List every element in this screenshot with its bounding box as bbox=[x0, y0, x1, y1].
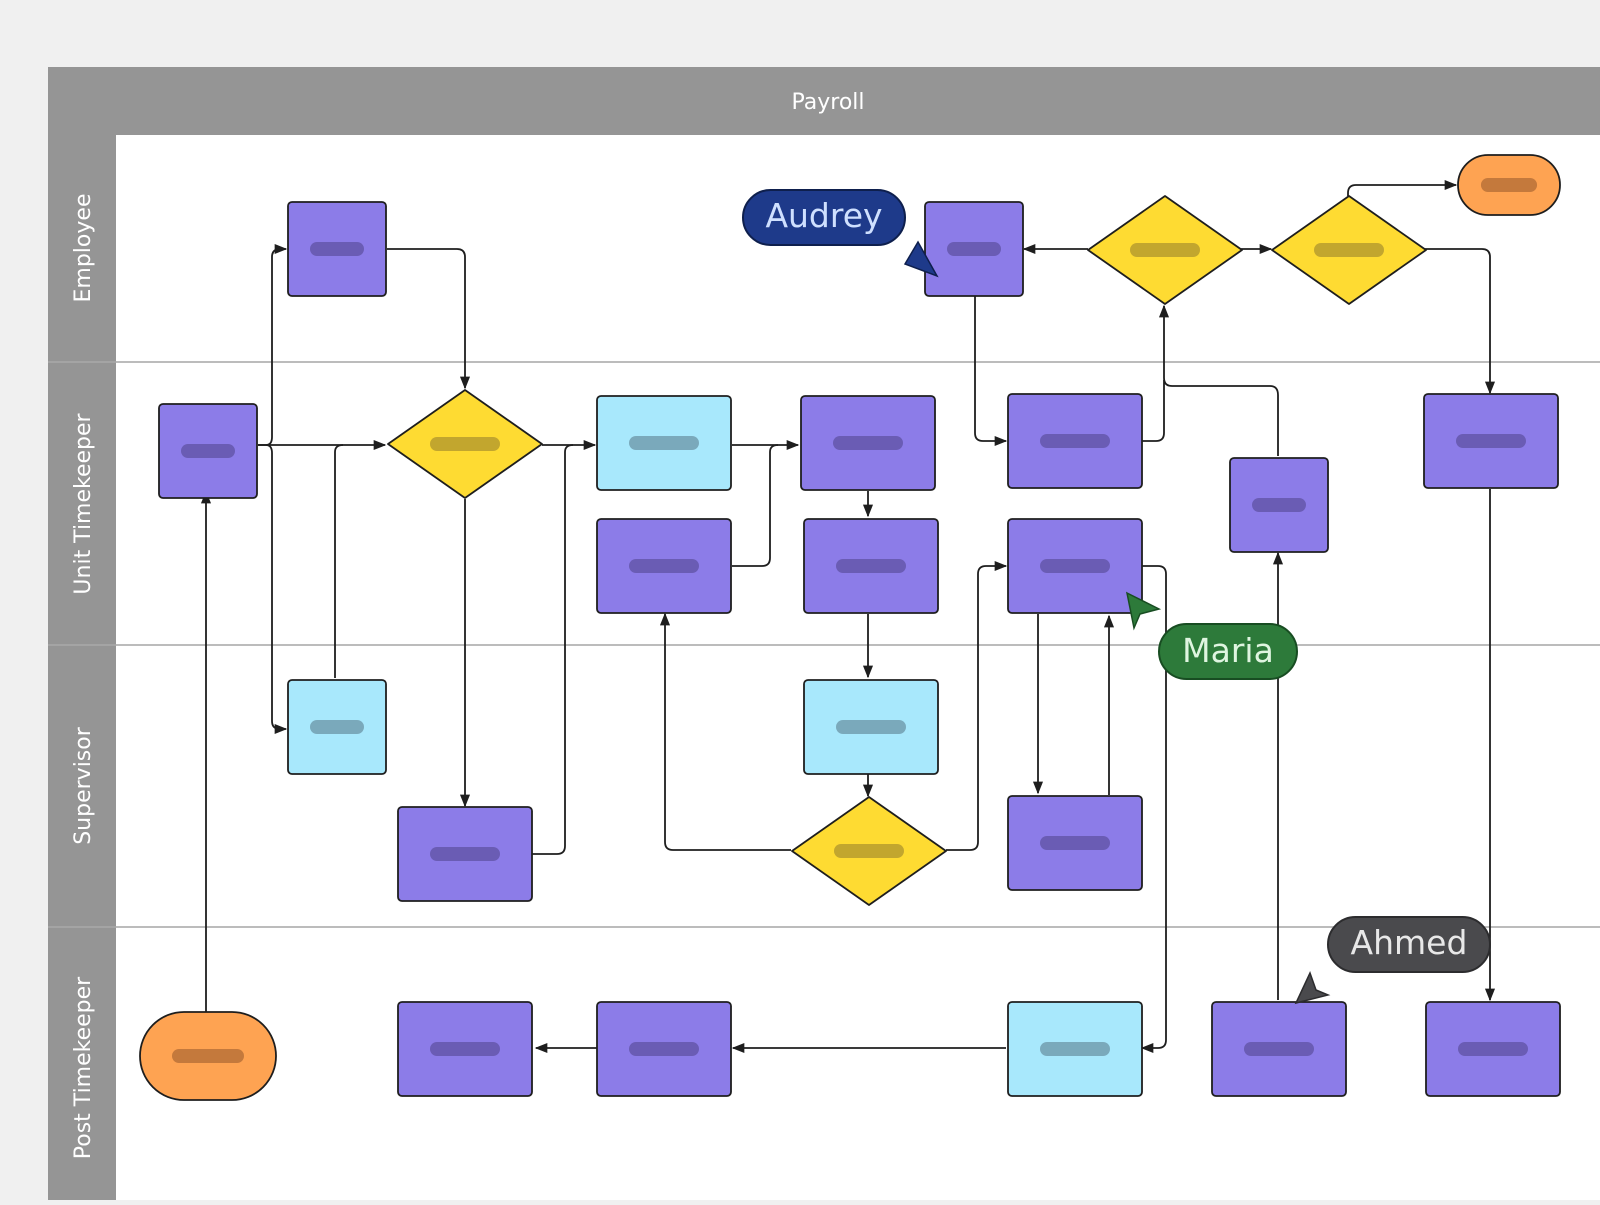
swimlane-title[interactable]: Payroll bbox=[791, 90, 864, 115]
connector[interactable] bbox=[1140, 565, 1167, 1054]
text-placeholder bbox=[181, 444, 235, 458]
text-placeholder bbox=[836, 720, 906, 734]
lane-label-post-timekeeper[interactable]: Post Timekeeper bbox=[71, 976, 96, 1159]
text-placeholder bbox=[1244, 1042, 1314, 1056]
decision-diamond[interactable] bbox=[1271, 195, 1427, 305]
text-placeholder bbox=[172, 1049, 244, 1063]
connector[interactable] bbox=[732, 444, 779, 567]
process-box[interactable] bbox=[1007, 393, 1143, 489]
decision-diamond[interactable] bbox=[791, 796, 947, 906]
cursor-audrey: Audrey bbox=[742, 189, 939, 278]
connector[interactable] bbox=[1140, 380, 1165, 442]
text-placeholder bbox=[430, 1042, 500, 1056]
swimlane-header bbox=[48, 67, 1600, 135]
process-box[interactable] bbox=[1007, 795, 1143, 891]
subprocess-box[interactable] bbox=[803, 679, 939, 775]
connector[interactable] bbox=[334, 444, 344, 678]
subprocess-box[interactable] bbox=[596, 395, 732, 491]
cursor-label-ahmed: Ahmed bbox=[1351, 923, 1468, 962]
connector[interactable] bbox=[265, 444, 288, 735]
text-placeholder bbox=[834, 844, 904, 858]
cursor-ahmed: Ahmed bbox=[1294, 916, 1491, 1005]
decision-diamond[interactable] bbox=[387, 389, 543, 499]
text-placeholder bbox=[1480, 178, 1538, 192]
cursor-maria: Maria bbox=[1125, 591, 1298, 680]
process-box[interactable] bbox=[1229, 457, 1329, 553]
connector[interactable] bbox=[1423, 248, 1496, 395]
pointer-arrow-icon bbox=[903, 240, 939, 278]
text-placeholder bbox=[1040, 1042, 1110, 1056]
subprocess-box[interactable] bbox=[287, 679, 387, 775]
process-box[interactable] bbox=[924, 201, 1024, 297]
process-box[interactable] bbox=[1007, 518, 1143, 614]
text-placeholder bbox=[1456, 434, 1526, 448]
lane-label-supervisor[interactable]: Supervisor bbox=[71, 726, 96, 845]
text-placeholder bbox=[629, 1042, 699, 1056]
decision-diamond[interactable] bbox=[1087, 195, 1243, 305]
text-placeholder bbox=[1458, 1042, 1528, 1056]
process-box[interactable] bbox=[397, 806, 533, 902]
cursor-label-maria: Maria bbox=[1182, 631, 1274, 670]
connector[interactable] bbox=[387, 248, 471, 390]
connectors bbox=[200, 179, 1496, 1054]
cursor-label-audrey-background bbox=[742, 189, 906, 246]
connector[interactable] bbox=[1347, 179, 1458, 196]
cursor-label-ahmed-background bbox=[1327, 916, 1491, 973]
text-placeholder bbox=[1252, 498, 1306, 512]
connector[interactable] bbox=[946, 560, 1008, 851]
text-placeholder bbox=[1040, 559, 1110, 573]
connector[interactable] bbox=[659, 612, 791, 851]
connector[interactable] bbox=[532, 444, 574, 855]
text-placeholder bbox=[1040, 434, 1110, 448]
process-box[interactable] bbox=[1211, 1001, 1347, 1097]
process-box[interactable] bbox=[397, 1001, 533, 1097]
text-placeholder bbox=[833, 436, 903, 450]
text-placeholder bbox=[629, 436, 699, 450]
process-box[interactable] bbox=[158, 403, 258, 499]
process-box[interactable] bbox=[803, 518, 939, 614]
pointer-arrow-icon bbox=[1294, 971, 1331, 1005]
text-placeholder bbox=[310, 242, 364, 256]
process-box[interactable] bbox=[287, 201, 387, 297]
connector[interactable] bbox=[974, 296, 1008, 447]
process-box[interactable] bbox=[800, 395, 936, 491]
text-placeholder bbox=[629, 559, 699, 573]
text-placeholder bbox=[1130, 243, 1200, 257]
process-box[interactable] bbox=[596, 1001, 732, 1097]
process-box[interactable] bbox=[596, 518, 732, 614]
process-box[interactable] bbox=[1425, 1001, 1561, 1097]
collaborator-cursors: Audrey Maria Ahmed bbox=[742, 189, 1491, 1005]
text-placeholder bbox=[430, 437, 500, 451]
text-placeholder bbox=[1314, 243, 1384, 257]
lane-label-employee[interactable]: Employee bbox=[71, 194, 96, 303]
swimlane-lane-column bbox=[48, 67, 116, 1200]
end-terminator-start[interactable] bbox=[139, 1011, 277, 1101]
lane-label-unit-timekeeper[interactable]: Unit Timekeeper bbox=[71, 412, 96, 594]
text-placeholder bbox=[947, 242, 1001, 256]
text-placeholder bbox=[430, 847, 500, 861]
cursor-label-audrey: Audrey bbox=[765, 196, 882, 235]
process-box[interactable] bbox=[1423, 393, 1559, 489]
flowchart-shapes bbox=[139, 154, 1561, 1101]
text-placeholder bbox=[1040, 836, 1110, 850]
text-placeholder bbox=[310, 720, 364, 734]
cursor-label-maria-background bbox=[1158, 623, 1298, 680]
text-placeholder bbox=[836, 559, 906, 573]
subprocess-box[interactable] bbox=[1007, 1001, 1143, 1097]
pointer-arrow-icon bbox=[1125, 591, 1162, 631]
end-terminator[interactable] bbox=[1457, 154, 1561, 216]
